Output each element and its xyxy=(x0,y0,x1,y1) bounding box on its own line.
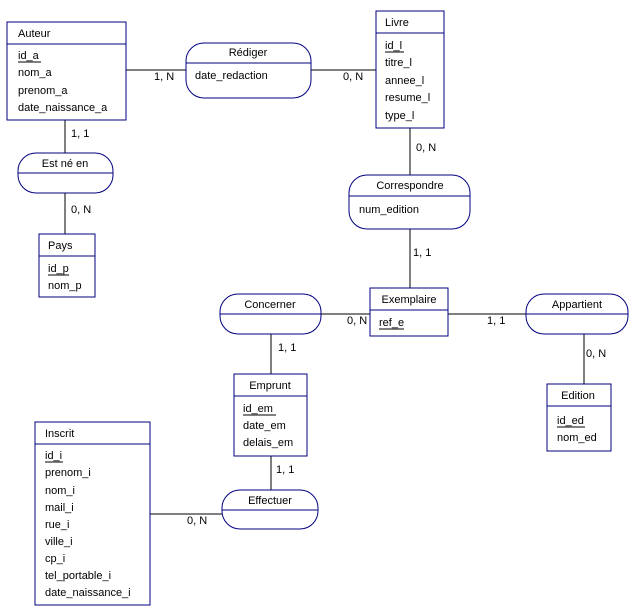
attr-tel_portable_i: tel_portable_i xyxy=(45,570,111,582)
card-pays-estne: 0, N xyxy=(71,204,91,216)
entity-inscrit: Inscrit id_i prenom_i nom_i mail_i rue_i… xyxy=(34,421,151,606)
relation-rediger: Rédiger date_redaction xyxy=(185,42,312,99)
relation-correspondre: Correspondre num_edition xyxy=(348,174,471,230)
attr-type_l: type_l xyxy=(385,110,414,122)
card-exemplaire-concerner: 0, N xyxy=(347,315,367,327)
attr-rue_i: rue_i xyxy=(45,519,69,531)
attr-id_l: id_l xyxy=(385,40,402,52)
relation-est-ne-en: Est né en xyxy=(17,152,114,194)
card-livre-rediger: 0, N xyxy=(343,71,363,83)
relation-appartient-title: Appartient xyxy=(552,299,602,311)
card-auteur-rediger: 1, N xyxy=(154,71,174,83)
entity-pays: Pays id_p nom_p xyxy=(38,233,96,298)
card-emprunt-effectuer: 1, 1 xyxy=(276,464,294,476)
attr-resume_l: resume_l xyxy=(385,92,430,104)
attr-ville_i: ville_i xyxy=(45,536,73,548)
links xyxy=(64,69,585,515)
entity-exemplaire-title: Exemplaire xyxy=(381,294,436,306)
attr-date_redaction: date_redaction xyxy=(195,70,268,82)
entity-livre: Livre id_l titre_l annee_l resume_l type… xyxy=(375,10,445,129)
attr-date_em: date_em xyxy=(243,420,286,432)
relation-effectuer-title: Effectuer xyxy=(248,495,292,507)
relation-concerner: Concerner xyxy=(219,293,322,335)
card-edition-appartient: 0, N xyxy=(586,348,606,360)
attr-id_i: id_i xyxy=(45,450,62,462)
entity-exemplaire: Exemplaire ref_e xyxy=(369,287,449,337)
relation-concerner-title: Concerner xyxy=(244,299,296,311)
entity-emprunt: Emprunt id_em date_em delais_em xyxy=(233,373,308,457)
attr-id_em: id_em xyxy=(243,403,273,415)
attr-cp_i: cp_i xyxy=(45,553,65,565)
entity-edition: Edition id_ed nom_ed xyxy=(546,383,612,452)
entity-edition-title: Edition xyxy=(561,390,595,402)
attr-mail_i: mail_i xyxy=(45,502,74,514)
attr-id_ed: id_ed xyxy=(557,415,584,427)
attr-id_p: id_p xyxy=(48,263,69,275)
attr-nom_p: nom_p xyxy=(48,280,82,292)
cardinalities: 1, N 0, N 1, 1 0, N 0, N 1, 1 0, N 1, 1 … xyxy=(71,71,606,527)
card-emprunt-concerner: 1, 1 xyxy=(278,342,296,354)
card-inscrit-effectuer: 0, N xyxy=(187,515,207,527)
attr-titre_l: titre_l xyxy=(385,57,412,69)
attr-nom_ed: nom_ed xyxy=(557,432,597,444)
entity-inscrit-title: Inscrit xyxy=(45,428,74,440)
entity-auteur-title: Auteur xyxy=(18,28,51,40)
entity-livre-title: Livre xyxy=(385,17,409,29)
attr-nom_i: nom_i xyxy=(45,485,75,497)
card-exemplaire-appartient: 1, 1 xyxy=(487,315,505,327)
relation-appartient: Appartient xyxy=(525,293,629,335)
card-exemplaire-correspondre: 1, 1 xyxy=(413,247,431,259)
attr-prenom_a: prenom_a xyxy=(18,85,68,97)
attr-ref_e: ref_e xyxy=(379,317,404,329)
entity-auteur: Auteur id_a nom_a prenom_a date_naissanc… xyxy=(6,21,127,121)
card-auteur-estne: 1, 1 xyxy=(71,128,89,140)
card-livre-correspondre: 0, N xyxy=(416,142,436,154)
entity-pays-title: Pays xyxy=(48,240,73,252)
attr-nom_a: nom_a xyxy=(18,67,53,79)
attr-num_edition: num_edition xyxy=(359,204,419,216)
entity-emprunt-title: Emprunt xyxy=(249,380,291,392)
attr-delais_em: delais_em xyxy=(243,437,293,449)
relation-effectuer: Effectuer xyxy=(221,489,319,530)
attr-id_a: id_a xyxy=(18,50,40,62)
attr-prenom_i: prenom_i xyxy=(45,467,91,479)
attr-date_naissance_i: date_naissance_i xyxy=(45,587,131,599)
relation-rediger-title: Rédiger xyxy=(229,47,268,59)
relation-est-ne-en-title: Est né en xyxy=(42,158,88,170)
attr-date_naissance_a: date_naissance_a xyxy=(18,102,108,114)
relation-correspondre-title: Correspondre xyxy=(376,180,443,192)
attr-annee_l: annee_l xyxy=(385,75,424,87)
